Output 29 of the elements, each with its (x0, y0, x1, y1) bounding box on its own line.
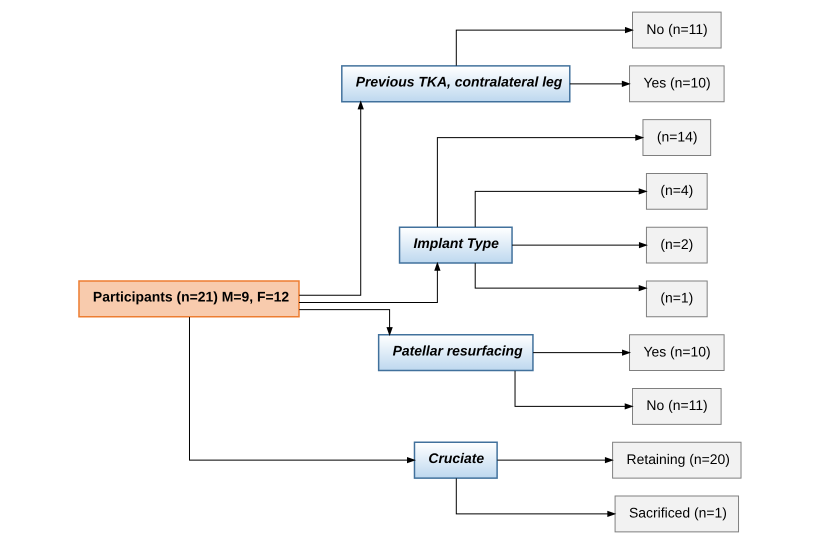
node-box: (n=14) (642, 119, 711, 156)
node-box: Participants (n=21) M=9, F=12 (78, 280, 300, 318)
node-box: No (n=11) (632, 388, 722, 425)
node-box: Yes (n=10) (628, 334, 724, 372)
arrow (455, 478, 616, 518)
node-box: Patellar resurfacing (377, 334, 534, 372)
arrow (514, 370, 634, 410)
arrow (455, 26, 634, 66)
node-box: Retaining (n=20) (612, 442, 742, 479)
arrow (496, 457, 614, 464)
arrow (298, 100, 364, 296)
node-box: (n=2) (645, 226, 708, 264)
arrow (474, 262, 648, 292)
arrow (568, 80, 630, 87)
node-box: (n=4) (645, 172, 708, 210)
node-box: Previous TKA, contralateral leg (340, 65, 570, 102)
node-box: Sacrificed (n=1) (614, 496, 739, 532)
arrow (298, 262, 440, 303)
node-box: Cruciate (413, 442, 498, 479)
arrow (474, 188, 648, 228)
node-box: No (n=11) (632, 12, 722, 48)
node-box: Yes (n=10) (628, 65, 724, 102)
arrow (511, 242, 648, 248)
node-box: (n=1) (645, 280, 708, 318)
arrow (436, 134, 644, 228)
arrow (298, 309, 392, 336)
node-box: Implant Type (398, 226, 512, 264)
arrow (188, 316, 416, 464)
arrow (532, 350, 630, 356)
